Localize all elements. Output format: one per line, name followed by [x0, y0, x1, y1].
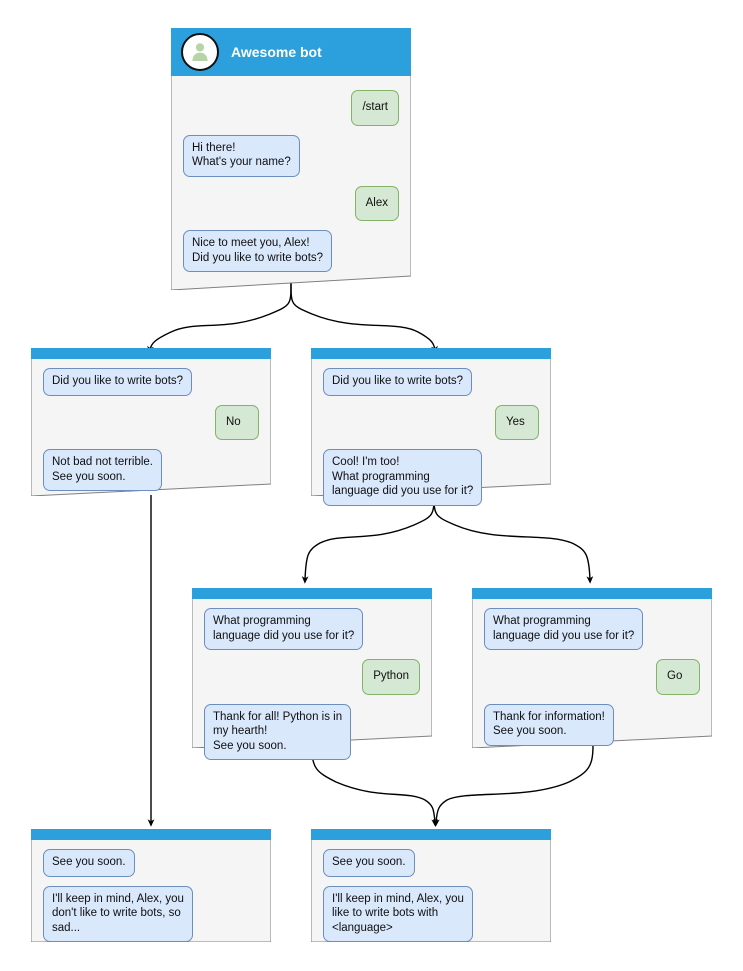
- user-message-bubble[interactable]: /start: [351, 90, 399, 126]
- bot-message-bubble[interactable]: See you soon.: [323, 849, 415, 877]
- node-title-bar: [31, 348, 271, 359]
- user-message-bubble[interactable]: Go: [656, 659, 700, 695]
- message-row: What programming language did you use fo…: [484, 608, 700, 650]
- bot-message-bubble[interactable]: What programming language did you use fo…: [204, 608, 364, 650]
- edge-yes-to-python: [301, 492, 435, 584]
- message-row: Go: [484, 659, 700, 695]
- message-row: Cool! I'm too! What programming language…: [323, 449, 539, 506]
- message-row: See you soon.: [43, 849, 259, 877]
- message-row: Yes: [323, 404, 539, 440]
- node-end-screen-no-bots[interactable]: See you soon. I'll keep in mind, Alex, y…: [31, 829, 271, 942]
- node-title-bar: [192, 588, 432, 599]
- message-row: Did you like to write bots?: [43, 368, 259, 396]
- message-row: No: [43, 404, 259, 440]
- chat-transcript: Did you like to write bots? No Not bad n…: [31, 362, 271, 492]
- bot-message-bubble[interactable]: See you soon.: [43, 849, 135, 877]
- user-message-bubble[interactable]: No: [215, 404, 259, 440]
- message-row: I'll keep in mind, Alex, you like to wri…: [323, 885, 539, 942]
- bot-message-bubble[interactable]: Hi there! What's your name?: [183, 134, 300, 177]
- node-title-bar: [311, 829, 551, 840]
- edge-root-to-yes: [290, 282, 438, 354]
- edge-yes-to-go: [433, 492, 594, 584]
- node-answer-no-screen[interactable]: Did you like to write bots? No Not bad n…: [31, 348, 271, 496]
- node-title-bar: Awesome bot: [171, 28, 411, 76]
- message-row: I'll keep in mind, Alex, you don't like …: [43, 885, 259, 942]
- chat-transcript: /start Hi there! What's your name? Alex …: [171, 84, 411, 280]
- chat-transcript: What programming language did you use fo…: [472, 602, 712, 746]
- node-answer-go-screen[interactable]: What programming language did you use fo…: [472, 588, 712, 748]
- bot-message-bubble[interactable]: I'll keep in mind, Alex, you like to wri…: [323, 885, 473, 942]
- message-row: Nice to meet you, Alex! Did you like to …: [183, 230, 399, 272]
- bot-message-bubble[interactable]: Did you like to write bots?: [323, 368, 473, 396]
- message-row: What programming language did you use fo…: [204, 608, 420, 650]
- node-answer-python-screen[interactable]: What programming language did you use fo…: [192, 588, 432, 760]
- node-end-screen-likes-bots[interactable]: See you soon. I'll keep in mind, Alex, y…: [311, 829, 551, 942]
- message-row: Alex: [183, 185, 399, 221]
- edge-root-to-no: [147, 282, 292, 354]
- bot-message-bubble[interactable]: I'll keep in mind, Alex, you don't like …: [43, 885, 193, 942]
- bot-message-bubble[interactable]: Not bad not terrible. See you soon.: [43, 449, 163, 491]
- user-message-bubble[interactable]: Yes: [495, 404, 539, 440]
- bot-message-bubble[interactable]: Thank for all! Python is in my hearth! S…: [204, 703, 352, 760]
- person-avatar-icon: [181, 33, 219, 71]
- chat-transcript: See you soon. I'll keep in mind, Alex, y…: [31, 843, 271, 942]
- bot-message-bubble[interactable]: Thank for information! See you soon.: [484, 703, 614, 746]
- bot-message-bubble[interactable]: Did you like to write bots?: [43, 368, 193, 396]
- message-row: Thank for information! See you soon.: [484, 703, 700, 746]
- chat-transcript: What programming language did you use fo…: [192, 602, 432, 760]
- bot-message-bubble[interactable]: Nice to meet you, Alex! Did you like to …: [183, 230, 333, 272]
- node-title-bar: [31, 829, 271, 840]
- message-row: Hi there! What's your name?: [183, 134, 399, 177]
- edge-python-to-end-happy: [311, 746, 439, 827]
- edge-go-to-end-happy: [432, 744, 594, 827]
- page-title: Awesome bot: [231, 44, 322, 60]
- node-title-bar: [311, 348, 551, 359]
- node-start-screen[interactable]: Awesome bot /start Hi there! What's your…: [171, 28, 411, 290]
- message-row: See you soon.: [323, 849, 539, 877]
- bot-message-bubble[interactable]: Cool! I'm too! What programming language…: [323, 449, 483, 506]
- node-answer-yes-screen[interactable]: Did you like to write bots? Yes Cool! I'…: [311, 348, 551, 506]
- user-message-bubble[interactable]: Python: [362, 659, 420, 695]
- message-row: Python: [204, 659, 420, 695]
- bot-message-bubble[interactable]: What programming language did you use fo…: [484, 608, 644, 650]
- user-message-bubble[interactable]: Alex: [354, 185, 399, 221]
- chat-transcript: See you soon. I'll keep in mind, Alex, y…: [311, 843, 551, 942]
- message-row: /start: [183, 90, 399, 126]
- chat-transcript: Did you like to write bots? Yes Cool! I'…: [311, 362, 551, 506]
- node-title-bar: [472, 588, 712, 599]
- message-row: Not bad not terrible. See you soon.: [43, 449, 259, 491]
- message-row: Thank for all! Python is in my hearth! S…: [204, 703, 420, 760]
- message-row: Did you like to write bots?: [323, 368, 539, 396]
